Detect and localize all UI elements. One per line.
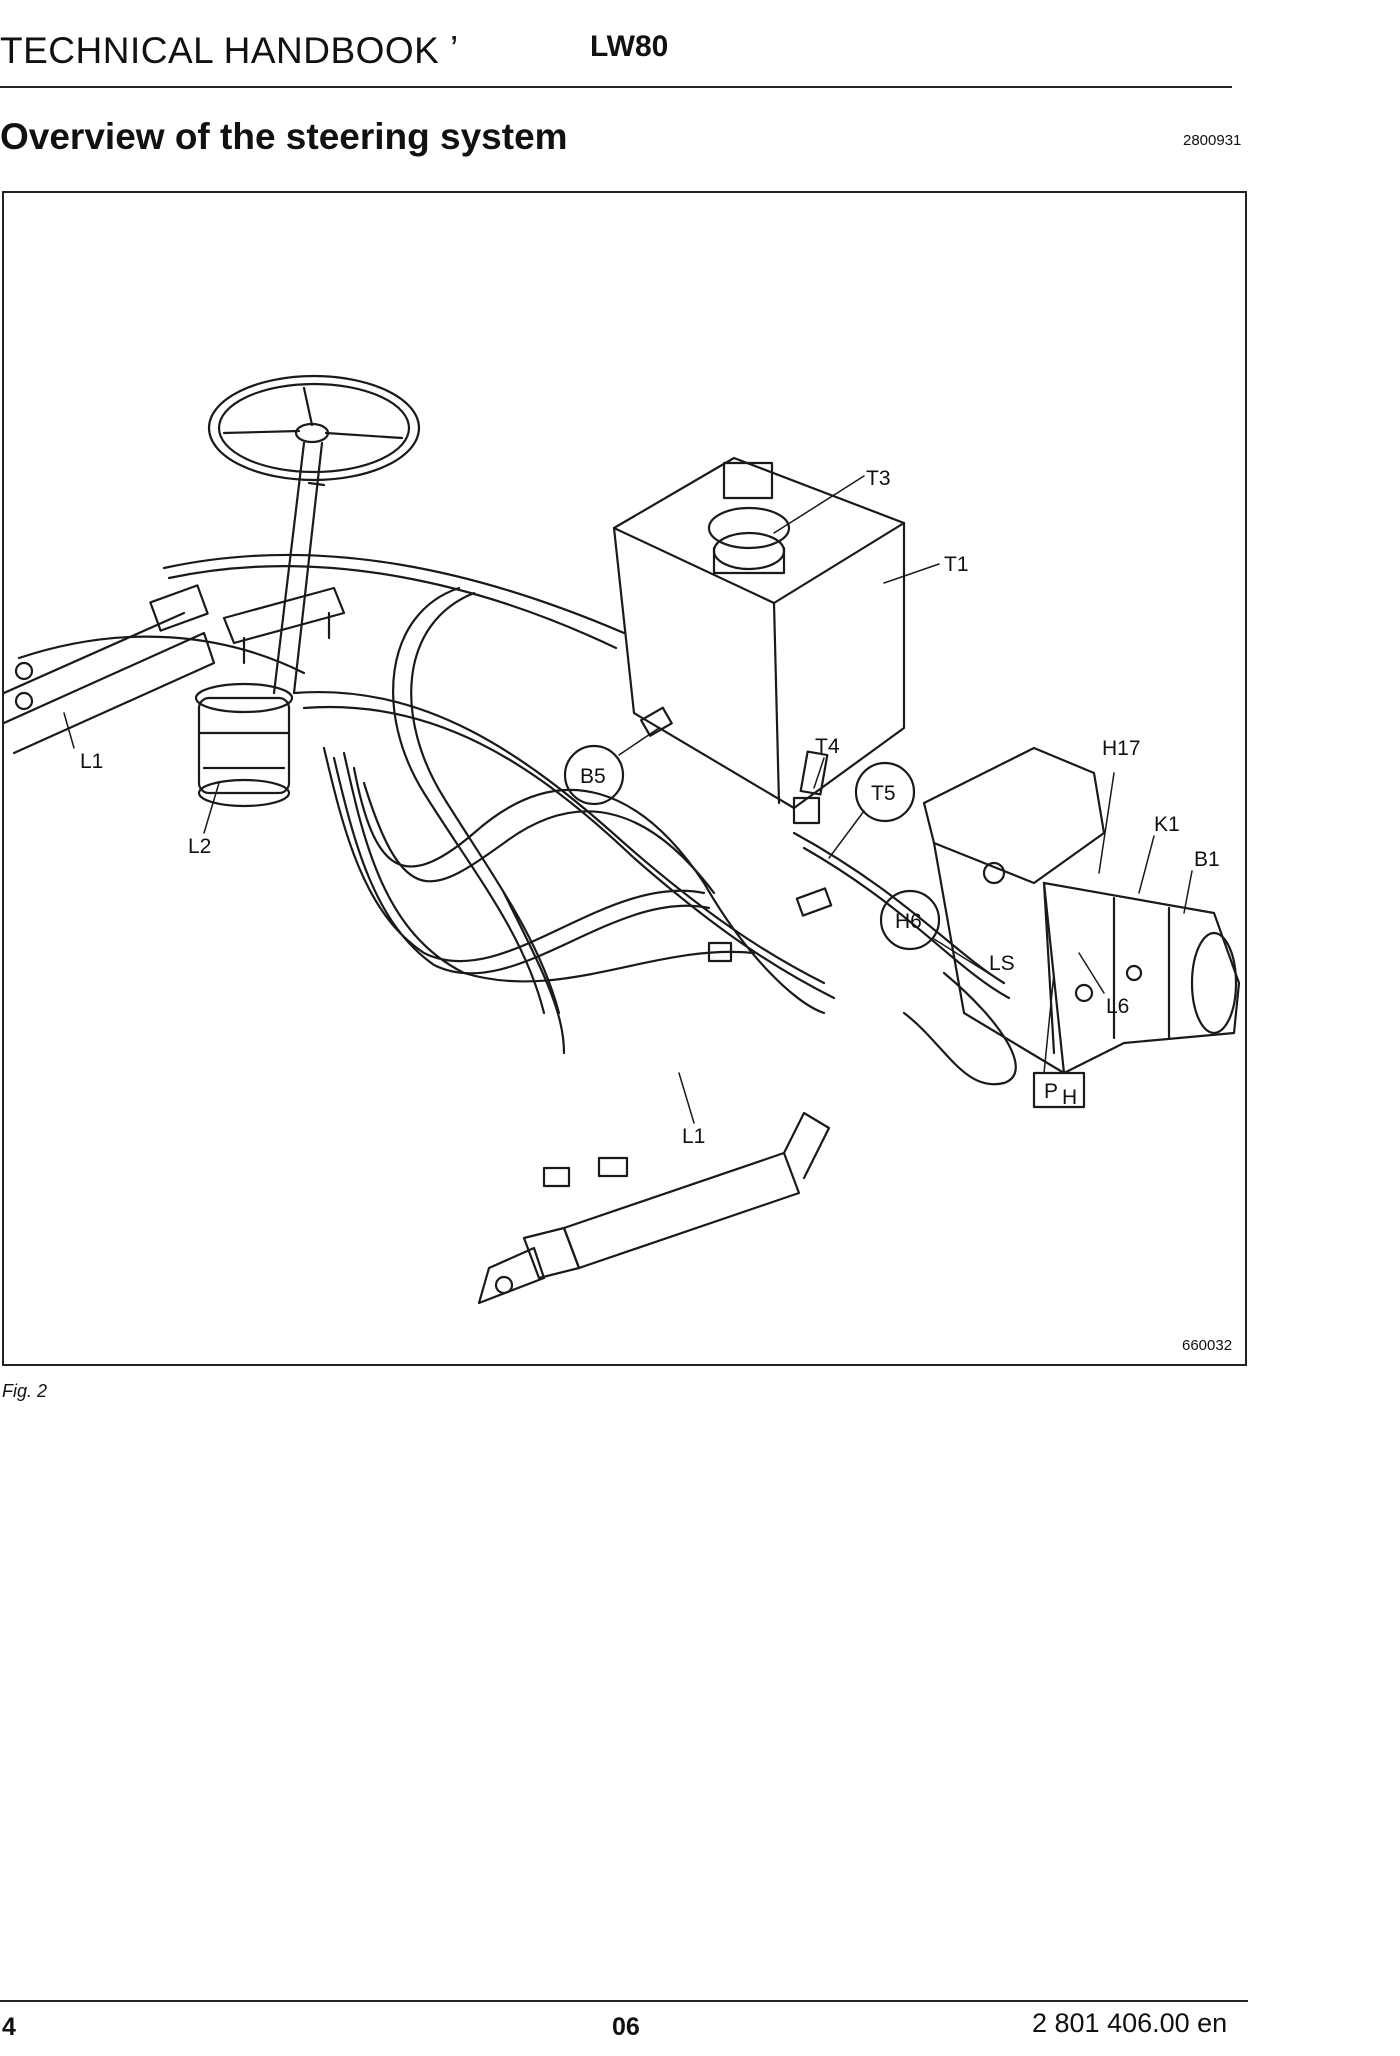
steering-system-drawing: T3 T1 B5 T4 T5 H17 K1 B1 H6 LS L6 P H L1… xyxy=(4,374,1241,1305)
label-ls: LS xyxy=(989,952,1015,975)
label-b5: B5 xyxy=(580,765,606,788)
figure-caption: Fig. 2 xyxy=(2,1381,48,1401)
hydraulic-tank-icon xyxy=(612,456,906,810)
steering-system-figure: T3 T1 B5 T4 T5 H17 K1 B1 H6 LS L6 P H L1… xyxy=(2,191,1247,1366)
document-code: 2800931 xyxy=(1183,132,1242,149)
page-number: 4 xyxy=(2,2013,16,2041)
steering-wheel-icon xyxy=(207,374,421,482)
left-cylinder-icon xyxy=(4,584,216,755)
fittings-icon xyxy=(542,706,833,1188)
steering-unit-icon xyxy=(194,682,294,808)
label-h6: H6 xyxy=(895,910,922,933)
label-b1: B1 xyxy=(1194,848,1220,871)
section-title: Overview of the steering system xyxy=(0,116,568,157)
callout-ph-box xyxy=(1032,1071,1086,1109)
label-ph-subscript: H xyxy=(1062,1086,1077,1109)
steering-pump-icon xyxy=(922,746,1241,1075)
footer-rule xyxy=(0,2000,1248,2002)
label-l1-bottom: L1 xyxy=(682,1125,705,1148)
handbook-title: TECHNICAL HANDBOOK ʼ xyxy=(0,30,459,71)
label-t4: T4 xyxy=(815,735,840,758)
label-t3: T3 xyxy=(866,467,891,490)
figure-id: 660032 xyxy=(1182,1337,1233,1354)
header-rule xyxy=(0,86,1232,88)
document-number: 2 801 406.00 en xyxy=(1032,2008,1228,2038)
label-ph: P xyxy=(1044,1080,1058,1103)
label-l6: L6 xyxy=(1106,995,1129,1018)
hydraulic-hoses-icon xyxy=(17,553,1017,1086)
callout-b5-circle xyxy=(563,744,625,806)
label-t1: T1 xyxy=(944,553,969,576)
steering-column-icon xyxy=(222,441,346,695)
label-t5: T5 xyxy=(871,782,896,805)
callout-h6-circle xyxy=(879,889,941,951)
leader-lines-icon xyxy=(63,475,1193,1124)
label-l2: L2 xyxy=(188,835,211,858)
revision-number: 06 xyxy=(612,2013,640,2041)
model-name: LW80 xyxy=(590,30,669,63)
label-h17: H17 xyxy=(1102,737,1141,760)
callout-t5-circle xyxy=(854,761,916,823)
label-k1: K1 xyxy=(1154,813,1180,836)
label-l1-left: L1 xyxy=(80,750,103,773)
bottom-cylinder-icon xyxy=(477,1111,831,1305)
